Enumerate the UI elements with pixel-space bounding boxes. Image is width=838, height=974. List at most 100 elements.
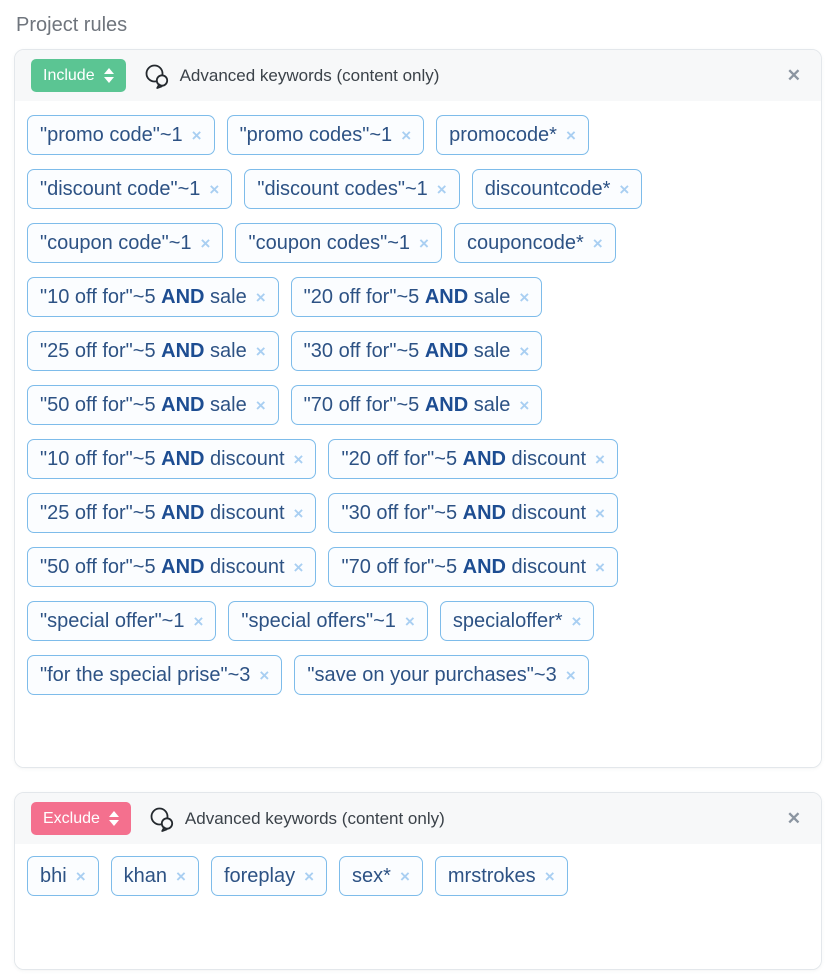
chip-text: "50 off for"~5 [40,556,162,578]
remove-keyword-icon[interactable]: × [595,503,605,523]
keyword-chip: "discount codes"~1× [244,169,460,209]
remove-keyword-icon[interactable]: × [619,179,630,199]
chip-operator: AND [424,286,469,308]
chip-text: promocode* [449,124,557,146]
mode-dropdown-label: Exclude [43,810,100,827]
chip-text: sale [204,286,247,308]
chip-text: "70 off for"~5 [303,394,425,416]
remove-keyword-icon[interactable]: × [259,665,270,685]
remove-keyword-icon[interactable]: × [255,395,266,415]
remove-keyword-icon[interactable]: × [304,866,315,886]
keyword-chip: "20 off for"~5 AND discount× [328,439,618,479]
remove-keyword-icon[interactable]: × [436,179,447,199]
close-rule-icon[interactable]: ✕ [783,65,805,86]
keyword-chip: couponcode* × [453,223,616,263]
remove-keyword-icon[interactable]: × [293,503,304,523]
chip-text: "coupon code"~1 [40,232,192,254]
remove-keyword-icon[interactable]: × [293,449,304,469]
keyword-row: bhi×khan×foreplay×sex*×mrstrokes× [27,856,809,896]
mode-dropdown-label: Include [43,67,95,84]
keyword-chip: mrstrokes × [434,856,568,896]
remove-keyword-icon[interactable]: × [200,233,211,253]
keyword-chip: "20 off for"~5 AND sale× [290,277,543,317]
keyword-row: "25 off for"~5 AND discount×"30 off for"… [27,493,809,533]
keyword-row: "10 off for"~5 AND discount × "20 off for"… [27,439,809,479]
keyword-chip: "30 off for"~5 AND discount× [328,493,618,533]
remove-keyword-icon[interactable]: × [419,233,429,253]
dropdown-arrows-icon [108,811,119,826]
remove-keyword-icon[interactable]: × [595,557,605,577]
remove-keyword-icon[interactable]: × [404,611,415,631]
chip-text: "30 off for"~5 [341,502,463,524]
exclude-mode-dropdown[interactable]: Exclude [31,802,131,835]
dropdown-arrows-icon [103,68,114,83]
remove-keyword-icon[interactable]: × [565,665,576,685]
chip-text: discount [204,556,285,578]
remove-keyword-icon[interactable]: × [571,611,582,631]
keyword-list-exclude: bhi×khan×foreplay×sex*×mrstrokes× [15,844,821,969]
chip-text: "70 off for"~5 [341,556,463,578]
keyword-chip: sex* × [339,856,423,896]
chip-text: "10 off for"~5 [40,448,162,470]
chip-text: discount [505,448,587,470]
remove-keyword-icon[interactable]: × [209,179,220,199]
keyword-chip: foreplay × [210,856,328,896]
chip-operator: AND [161,394,205,416]
keyword-chip: "save on your purchases"~3× [294,655,589,695]
remove-keyword-icon[interactable]: × [565,125,576,145]
keyword-row: "promo code"~1×"promo codes"~1×promocode… [27,115,809,155]
chip-text: foreplay [223,865,296,887]
keyword-chip: "discount code"~1 × [27,169,233,209]
chip-text: mrstrokes [447,865,536,887]
chip-text: "20 off for"~5 [303,286,425,308]
keyword-chip: "10 off for"~5 AND sale× [27,277,279,317]
remove-keyword-icon[interactable]: × [255,341,266,361]
chip-text: "promo code"~1 [40,124,183,146]
keyword-row: "special offer"~1×"special offers"~1×spe… [27,601,809,641]
panel-label: Advanced keywords (content only) [179,65,440,85]
chip-text: "special offers"~1 [241,610,396,632]
remove-keyword-icon[interactable]: × [255,287,266,307]
remove-keyword-icon[interactable]: × [293,557,304,577]
chip-text: discount [204,502,285,524]
chip-text: couponcode* [466,232,584,254]
remove-keyword-icon[interactable]: × [176,866,186,886]
chip-text: "50 off for"~5 [40,394,162,416]
comments-icon [143,63,170,89]
chip-text: "20 off for"~5 [341,448,463,470]
remove-keyword-icon[interactable]: × [519,341,530,361]
chip-text: "special offer"~1 [40,610,185,632]
keyword-chip: bhi× [27,856,99,896]
remove-keyword-icon[interactable]: × [595,449,605,469]
keyword-chip: "special offer"~1 × [27,601,217,641]
chip-text: sex* [352,865,391,887]
chip-operator: AND [424,340,469,362]
remove-keyword-icon[interactable]: × [592,233,603,253]
chip-text: discountcode* [484,178,611,200]
remove-keyword-icon[interactable]: × [193,611,204,631]
remove-keyword-icon[interactable]: × [399,866,410,886]
chip-text: "discount code"~1 [40,178,201,200]
keyword-chip: "25 off for"~5 AND sale× [27,331,279,371]
chip-text: "coupon codes"~1 [248,232,411,254]
remove-keyword-icon[interactable]: × [401,125,412,145]
remove-keyword-icon[interactable]: × [191,125,202,145]
keyword-chip: "50 off for"~5 AND discount× [27,547,317,587]
chip-operator: AND [161,448,205,470]
include-mode-dropdown[interactable]: Include [31,59,126,92]
keyword-chip: "coupon code"~1 × [27,223,224,263]
remove-keyword-icon[interactable]: × [519,395,530,415]
close-rule-icon[interactable]: ✕ [783,808,805,829]
keyword-chip: "for the special prise"~3× [27,655,283,695]
chip-operator: AND [424,394,469,416]
keyword-chip: promocode* × [436,115,589,155]
remove-keyword-icon[interactable]: × [75,866,86,886]
remove-keyword-icon[interactable]: × [544,866,555,886]
remove-keyword-icon[interactable]: × [519,287,530,307]
keyword-chip: "special offers"~1 × [228,601,428,641]
keyword-chip: "70 off for"~5 AND sale× [290,385,543,425]
chip-text: "25 off for"~5 [40,340,162,362]
rule-panel-exclude: Exclude Advanced keywords (content only)… [14,792,822,970]
chip-text: discount [505,556,587,578]
